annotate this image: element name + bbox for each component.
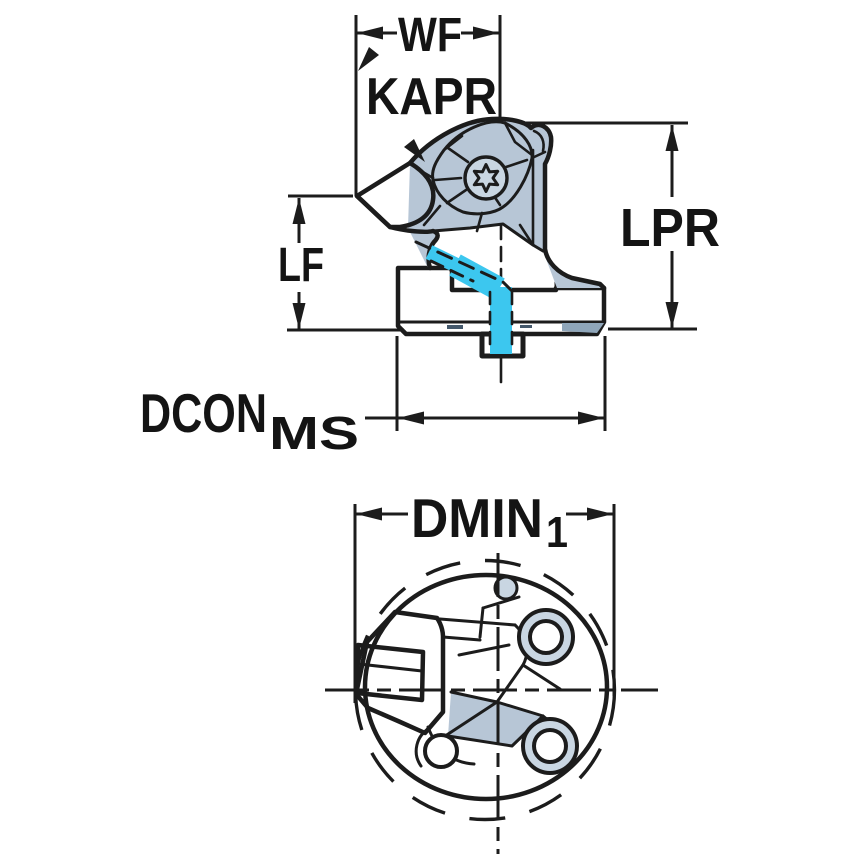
front-clamp-wedge [448, 692, 543, 746]
hole-lower-bore [532, 728, 568, 764]
hole-left-bore [423, 733, 459, 769]
wf-arrow-left [357, 26, 383, 40]
insert-edge-line [357, 662, 424, 673]
hole-upper-bore [528, 619, 564, 655]
side-view: WF KAPR LF LPR DCON MS [140, 9, 720, 459]
dmin-subscript: 1 [546, 508, 568, 557]
clamp-bottom-edge [431, 222, 545, 253]
dcon-arrow-left [398, 411, 424, 425]
wf-label: WF [398, 9, 462, 62]
coolant-duct-vertical [490, 287, 512, 354]
wf-dimension: WF [357, 9, 499, 62]
extension-lines [287, 15, 697, 431]
front-view: DMIN 1 [325, 487, 658, 854]
head-front-circle [362, 572, 610, 802]
coolant-dash-upper [414, 240, 514, 293]
coolant-dash-lower [429, 259, 475, 283]
hole-left-ring-arc [414, 726, 432, 768]
lf-label: LF [278, 239, 324, 292]
insert-pocket-front [353, 609, 446, 736]
dmin-arrow-right [587, 507, 613, 521]
cutting-insert-front [354, 642, 426, 703]
coolant-duct-mid [449, 254, 505, 300]
dcon-dimension: DCON MS [140, 382, 604, 459]
lpr-arrow-up [665, 125, 679, 151]
kapr-arrow-lower [404, 139, 425, 162]
lf-arrow-down [292, 303, 306, 329]
cutting-insert-side [354, 160, 436, 230]
lf-dimension: LF [278, 198, 324, 329]
body-band-shade [562, 323, 604, 333]
dcon-arrow-right [578, 411, 604, 425]
dmin-label: DMIN [411, 487, 543, 549]
kapr-arrow-upper [358, 47, 379, 71]
clamp-facets [414, 120, 547, 247]
insert-front-face [354, 642, 426, 703]
coolant-channels [414, 240, 514, 354]
pin-hole-top [493, 575, 519, 601]
torx-screw [463, 155, 509, 201]
mounting-holes [414, 608, 579, 775]
kapr-dimension: KAPR [358, 47, 497, 162]
torx-star-icon [472, 163, 500, 193]
dcon-label: DCON [140, 382, 267, 444]
head-outline [407, 116, 607, 291]
dmin-dimension: DMIN 1 [356, 487, 613, 557]
band-tick-right [520, 325, 532, 328]
band-tick-left [447, 325, 463, 329]
lpr-arrow-down [665, 302, 679, 328]
dcon-subscript: MS [269, 407, 359, 459]
dmin-arrow-left [356, 507, 382, 521]
clamp-top-facet [503, 121, 534, 157]
lf-arrow-up [292, 198, 306, 224]
kapr-label: KAPR [366, 68, 497, 126]
lpr-label: LPR [620, 198, 720, 258]
wf-arrow-right [473, 26, 499, 40]
lpr-dimension: LPR [620, 125, 720, 328]
